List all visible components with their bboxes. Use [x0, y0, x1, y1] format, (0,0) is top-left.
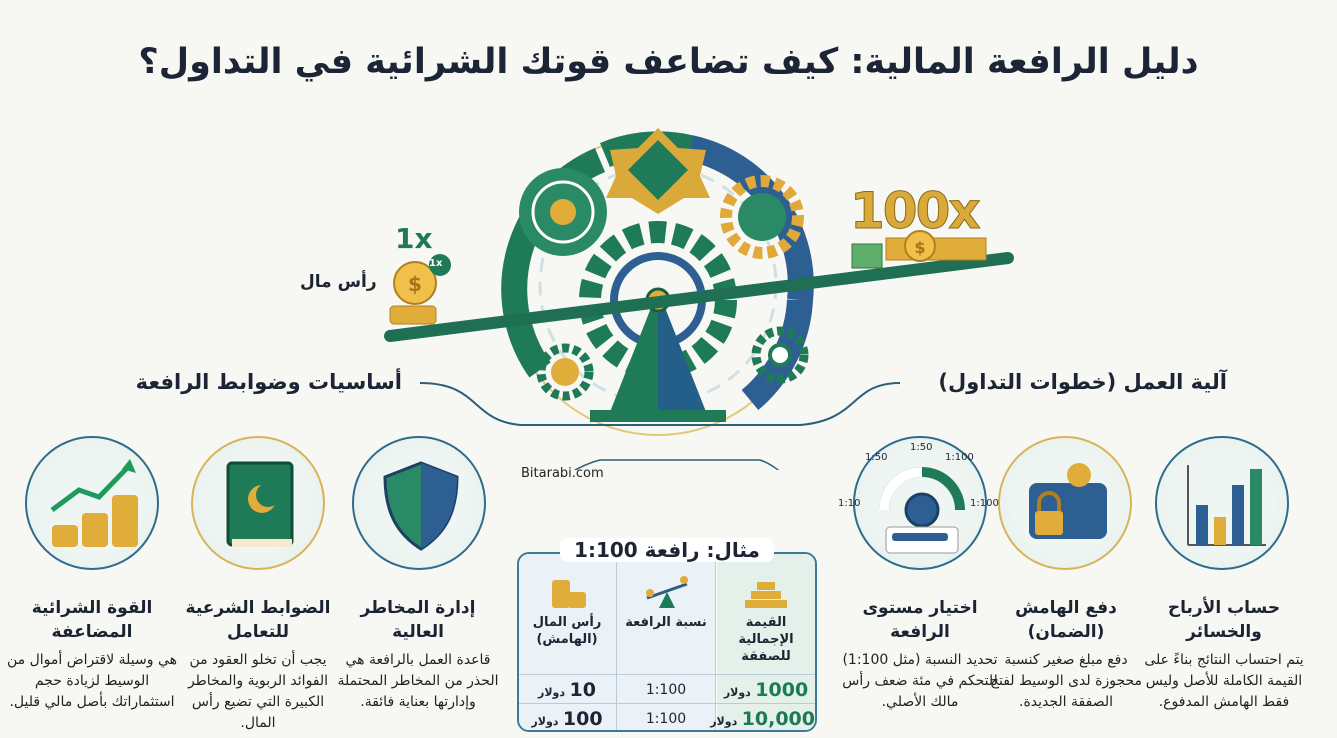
- profit-loss-circle: [1155, 436, 1289, 570]
- card-body: يتم احتساب النتائج بناءً على القيمة الكا…: [1144, 652, 1304, 710]
- card-title: اختيار مستوى الرافعة: [862, 598, 978, 642]
- gear-small-right-icon: [751, 326, 809, 384]
- card-risk-management: إدارة المخاطر العالية قاعدة العمل بالراف…: [333, 596, 503, 713]
- card-title: دفع الهامش (الضمان): [1015, 598, 1117, 642]
- dial-label: 1:50: [865, 452, 888, 463]
- risk-management-circle: [352, 436, 486, 570]
- coin-badge: 1x: [429, 258, 443, 269]
- gear-small-left-icon: [536, 343, 594, 401]
- right-section-heading: آلية العمل (خطوات التداول): [938, 370, 1227, 394]
- svg-text:$: $: [914, 238, 925, 257]
- book-crescent-icon: [226, 461, 294, 547]
- coins-icon: [552, 580, 586, 608]
- card-body: تحديد النسبة (مثل 1:100) للتحكم في مئة ض…: [842, 652, 998, 710]
- svg-text:$: $: [408, 272, 422, 296]
- right-multiplier: 100x: [850, 182, 982, 241]
- page-title: دليل الرافعة المالية: كيف تضاعف قوتك الش…: [138, 42, 1199, 82]
- seesaw-small-icon: [646, 576, 688, 608]
- dial-label: 1:10: [838, 498, 861, 509]
- margin-circle: [998, 436, 1132, 570]
- column-margin: رأس المال (الهامش): [519, 554, 616, 730]
- leverage-level-circle: [853, 436, 987, 570]
- header-margin: رأس المال (الهامش): [519, 576, 616, 670]
- star-emblem-icon: [606, 128, 710, 214]
- radar-icon: [519, 168, 607, 256]
- card-body: هي وسيلة لاقتراض أموال من الوسيط لزيادة …: [7, 652, 177, 710]
- cell-margin: 100 دولار: [531, 708, 603, 730]
- card-body: قاعدة العمل بالرافعة هي الحذر من المخاطر…: [337, 652, 499, 710]
- cell-margin: 10 دولار: [538, 679, 596, 701]
- example-table: القيمة الإجمالية للصفقة نسبة الرافعة رأس…: [517, 552, 817, 732]
- growth-coins-icon: [50, 459, 138, 547]
- card-leverage-level: اختيار مستوى الرافعة تحديد النسبة (مثل 1…: [835, 596, 1005, 713]
- card-title: الضوابط الشرعية للتعامل: [185, 598, 331, 642]
- purchasing-power-circle: [25, 436, 159, 570]
- header-total: القيمة الإجمالية للصفقة: [717, 576, 815, 670]
- header-ratio: نسبة الرافعة: [617, 576, 715, 670]
- example-title: مثال: رافعة 1:100: [560, 538, 774, 562]
- card-body: دفع مبلغ صغير كنسبة محجوزة لدى الوسيط لف…: [989, 652, 1143, 710]
- coin-stack-left-icon: $: [389, 254, 451, 325]
- wallet-lock-icon: [1029, 463, 1107, 539]
- card-title: القوة الشرائية المضاعفة: [31, 598, 153, 642]
- column-total: القيمة الإجمالية للصفقة: [717, 554, 815, 730]
- capital-label: رأس مال: [300, 272, 377, 292]
- left-section-heading: أساسيات وضوابط الرافعة: [135, 370, 402, 394]
- sharia-circle: [191, 436, 325, 570]
- card-title: إدارة المخاطر العالية: [360, 598, 476, 642]
- cell-ratio: 1:100: [645, 682, 687, 698]
- gold-bars-icon: [745, 582, 787, 608]
- fulcrum: [590, 287, 726, 422]
- cell-total: 10,000 دولار: [710, 708, 815, 730]
- card-title: حساب الأرباح والخسائر: [1167, 598, 1281, 642]
- cell-total: 1000 دولار: [723, 679, 809, 701]
- column-ratio: نسبة الرافعة: [616, 554, 716, 730]
- dial-label: 1:100: [970, 498, 999, 509]
- card-body: يجب أن تخلو العقود من الفوائد الربوية وا…: [187, 652, 329, 731]
- dial-label: 1:100: [945, 452, 974, 463]
- card-margin: دفع الهامش (الضمان) دفع مبلغ صغير كنسبة …: [981, 596, 1151, 713]
- dial-label: 1:50: [910, 442, 933, 453]
- cell-ratio: 1:100: [645, 711, 687, 727]
- money-stack-right-icon: $: [851, 230, 987, 269]
- card-purchasing-power: القوة الشرائية المضاعفة هي وسيلة لاقتراض…: [7, 596, 177, 713]
- card-sharia: الضوابط الشرعية للتعامل يجب أن تخلو العق…: [173, 596, 343, 734]
- bar-chart-icon: [1187, 465, 1266, 546]
- connector-line: [573, 459, 780, 470]
- gauge-dial-icon: [879, 467, 965, 554]
- left-multiplier: 1x: [395, 222, 433, 255]
- card-profit-loss: حساب الأرباح والخسائر يتم احتساب النتائج…: [1139, 596, 1309, 713]
- gear-gold-icon: [720, 175, 804, 259]
- shield-icon: [383, 461, 459, 551]
- seesaw-beam: [384, 252, 1014, 342]
- seesaw-illustration: $ $: [384, 128, 1014, 470]
- watermark: Bitarabi.com: [521, 466, 604, 481]
- connector-line: [419, 382, 901, 426]
